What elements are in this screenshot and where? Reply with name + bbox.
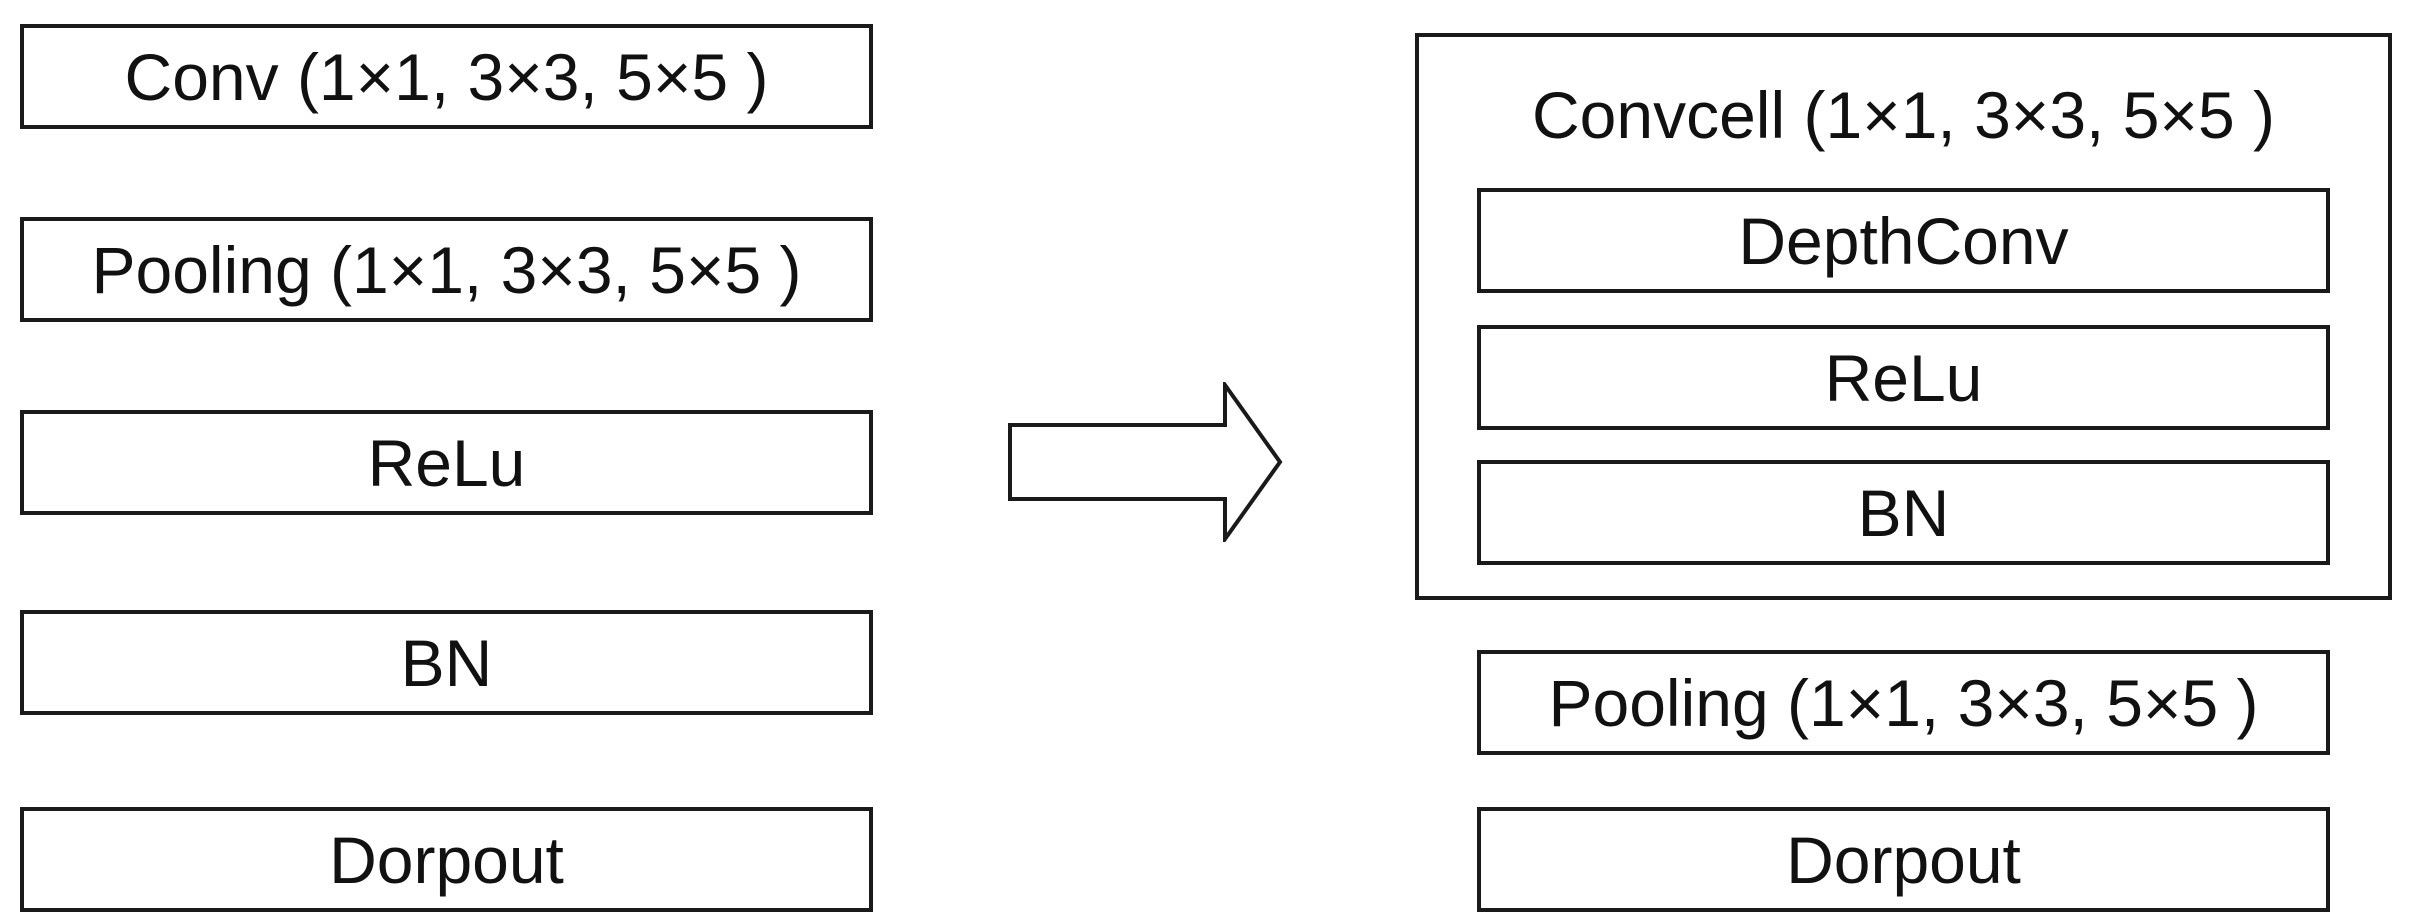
left-pooling-box: Pooling (1×1, 3×3, 5×5 ) <box>20 217 873 322</box>
convcell-bn-box: BN <box>1477 460 2330 565</box>
right-pooling-box: Pooling (1×1, 3×3, 5×5 ) <box>1477 650 2330 755</box>
left-bn-box: BN <box>20 610 873 715</box>
right-dropout-box: Dorpout <box>1477 807 2330 912</box>
right-pooling-label: Pooling (1×1, 3×3, 5×5 ) <box>1548 665 2259 740</box>
convcell-bn-label: BN <box>1857 475 1950 550</box>
right-dropout-label: Dorpout <box>1786 822 2021 897</box>
right-arrow-icon <box>1008 382 1283 542</box>
convcell-relu-box: ReLu <box>1477 325 2330 430</box>
left-dropout-box: Dorpout <box>20 807 873 912</box>
convcell-title: Convcell (1×1, 3×3, 5×5 ) <box>1532 78 2275 152</box>
convcell-depthconv-box: DepthConv <box>1477 188 2330 293</box>
left-pooling-label: Pooling (1×1, 3×3, 5×5 ) <box>91 232 802 307</box>
left-relu-label: ReLu <box>367 425 526 500</box>
left-conv-box: Conv (1×1, 3×3, 5×5 ) <box>20 24 873 129</box>
left-dropout-label: Dorpout <box>329 822 564 897</box>
convcell-relu-label: ReLu <box>1824 340 1983 415</box>
convcell-depthconv-label: DepthConv <box>1738 203 2069 278</box>
left-bn-label: BN <box>400 625 493 700</box>
left-conv-label: Conv (1×1, 3×3, 5×5 ) <box>124 39 769 114</box>
left-relu-box: ReLu <box>20 410 873 515</box>
